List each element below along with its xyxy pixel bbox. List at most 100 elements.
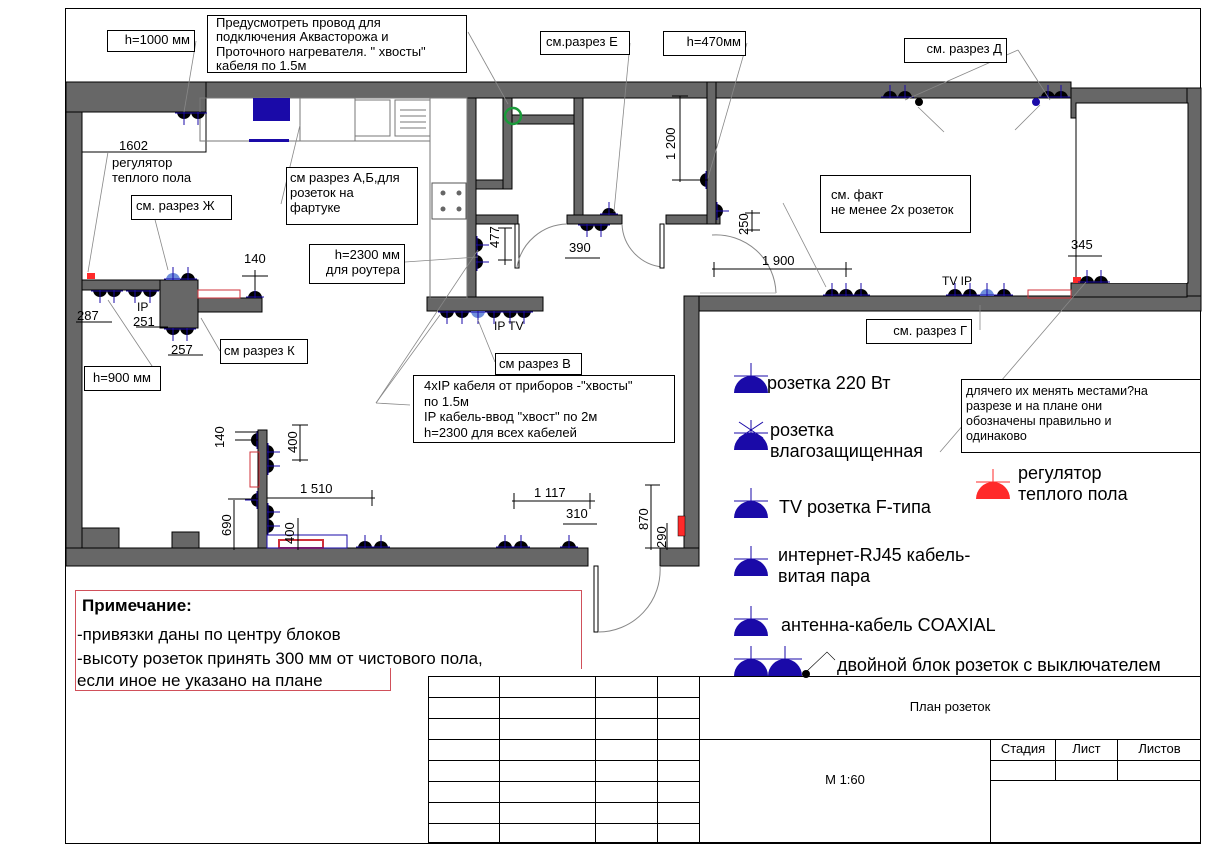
- socket: [178, 328, 196, 341]
- heating-regulator-wall: [677, 515, 686, 537]
- stage-label: Стадия: [1000, 741, 1046, 756]
- socket: [881, 85, 899, 98]
- sockets: [91, 85, 1110, 548]
- tag-ip-left: IP: [137, 300, 149, 314]
- socket: [91, 290, 109, 303]
- callout-question: длячего их менять местами?на разрезе и н…: [961, 379, 1201, 453]
- tv-socket-icon: [734, 488, 768, 518]
- cooktop: [431, 182, 467, 220]
- callout-razrez-k: см разрез К: [220, 339, 308, 364]
- socket: [823, 283, 841, 296]
- callout-razrez-ab: см разрез А,Б,для розеток на фартуке: [286, 167, 418, 225]
- dim-287: 287: [77, 308, 99, 323]
- socket: [978, 283, 996, 296]
- legend-label-double-socket: двойной блок розеток с выключателем: [837, 655, 1161, 675]
- socket: [267, 457, 280, 475]
- kitchen-furniture: [199, 97, 468, 299]
- dim-390: 390: [569, 240, 591, 255]
- socket: [476, 253, 489, 271]
- cooktop-burners: [440, 190, 462, 212]
- socket: [896, 85, 914, 98]
- remark-line-1: -привязки даны по центру блоков: [77, 625, 341, 644]
- heating-regulator-small-right: [1073, 277, 1081, 283]
- callout-razrez-zh: см. разрез Ж: [131, 195, 232, 220]
- socket: [485, 311, 503, 324]
- drawing-title: План розеток: [909, 699, 991, 714]
- dim-1602: 1602: [119, 138, 148, 153]
- wall-corridor-1: [665, 214, 721, 225]
- socket: [267, 517, 280, 535]
- socket: [496, 535, 514, 548]
- wall-top-left-block: [65, 81, 207, 113]
- socket: [453, 311, 471, 324]
- socket: [179, 267, 197, 280]
- socket: [245, 491, 258, 509]
- dim-310: 310: [566, 506, 588, 521]
- drawing-scale: М 1:60: [825, 772, 865, 787]
- socket: [141, 290, 159, 303]
- kitchen-counter-side: [429, 97, 468, 299]
- legend-label-socket-waterproof: розетка влагозащищенная: [770, 420, 924, 461]
- dim-1510: 1 510: [300, 481, 333, 496]
- remark-line-2: -высоту розеток принять 300 мм от чистов…: [77, 649, 483, 668]
- socket: [716, 202, 729, 220]
- callout-h2300-router: h=2300 мм для роутера: [309, 244, 405, 284]
- wall-bath-5: [475, 214, 519, 225]
- water-sensor-marker: [503, 106, 523, 126]
- socket: [356, 535, 374, 548]
- remark-line-3: если иное не указано на плане: [77, 671, 323, 690]
- callout-h470: h=470мм: [663, 31, 746, 56]
- socket: [578, 224, 596, 237]
- socket: [164, 267, 182, 280]
- floor-regulator-icon: [976, 469, 1010, 499]
- dishwasher-marker: [253, 98, 290, 121]
- socket: [560, 535, 578, 548]
- label-floor-regulator: регулятор теплого пола: [112, 155, 192, 185]
- socket: [852, 283, 870, 296]
- cabinet: [299, 97, 356, 142]
- socket: [995, 283, 1013, 296]
- wall-partition-vertical: [257, 429, 268, 549]
- socket: [372, 535, 390, 548]
- socket: [1092, 270, 1110, 283]
- sheet-label: Лист: [1072, 741, 1101, 756]
- dim-257: 257: [171, 342, 193, 357]
- callout-razrez-d: см. разрез Д: [904, 38, 1007, 63]
- legend-label-socket-tv: TV розетка F-типа: [779, 497, 931, 517]
- socket: [105, 290, 123, 303]
- double-socket-icon-1: [734, 646, 768, 676]
- switch-dot: [915, 98, 923, 106]
- socket: [961, 283, 979, 296]
- coax-socket-icon: [734, 606, 768, 636]
- remark-title: Примечание:: [82, 596, 192, 615]
- switch-dot: [1032, 98, 1040, 106]
- dim-251: 251: [133, 314, 155, 329]
- socket: [469, 311, 487, 324]
- socket: [515, 311, 533, 324]
- heating-regulator-small: [87, 273, 95, 279]
- remark-box: [75, 590, 582, 669]
- sheets-label: Листов: [1138, 741, 1181, 756]
- callout-aquastorozh: Предусмотреть провод для подключения Акв…: [207, 15, 467, 73]
- rj45-socket-icon: [734, 546, 768, 576]
- callout-h1000: h=1000 мм: [107, 30, 195, 52]
- callout-h900: h=900 мм: [84, 366, 161, 391]
- socket-220-icon: [734, 363, 768, 393]
- tag-ip-tv-center: IP TV: [494, 319, 524, 333]
- legend-label-floor-regulator: регулятор теплого пола: [1018, 463, 1128, 504]
- wall-nub-1: [81, 527, 120, 549]
- dim-1900: 1 900: [762, 253, 795, 268]
- wall-nub-2: [171, 531, 200, 549]
- socket: [1052, 85, 1070, 98]
- socket: [189, 112, 207, 125]
- tag-tv-ip-right: TV IP: [942, 274, 973, 288]
- dimension-lines: [76, 95, 1102, 550]
- wall-right-bottom: [659, 547, 700, 567]
- dim-140-left: 140: [244, 251, 266, 266]
- wall-bath-3: [502, 97, 513, 190]
- callout-cables: 4xIP кабеля от приборов -"хвосты" по 1.5…: [413, 375, 675, 443]
- dim-345: 345: [1071, 237, 1093, 252]
- callout-razrez-g: см. разрез Г: [866, 319, 972, 344]
